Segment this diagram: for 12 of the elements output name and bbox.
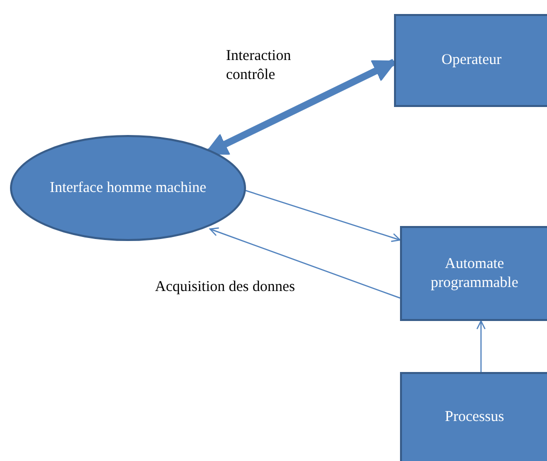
node-label: Automate programmable [430,254,520,292]
process-box [394,14,547,107]
edge-label: Acquisition des donnes [155,278,295,297]
ellipse-node [10,135,246,241]
process-box [400,372,547,461]
arrow [209,227,400,299]
node-label: Operateur [440,51,502,70]
node-label: Processus [444,408,506,427]
arrow [244,189,401,242]
node-label: Interface homme machine [48,178,208,198]
arrow [476,320,486,372]
process-box [400,226,547,321]
